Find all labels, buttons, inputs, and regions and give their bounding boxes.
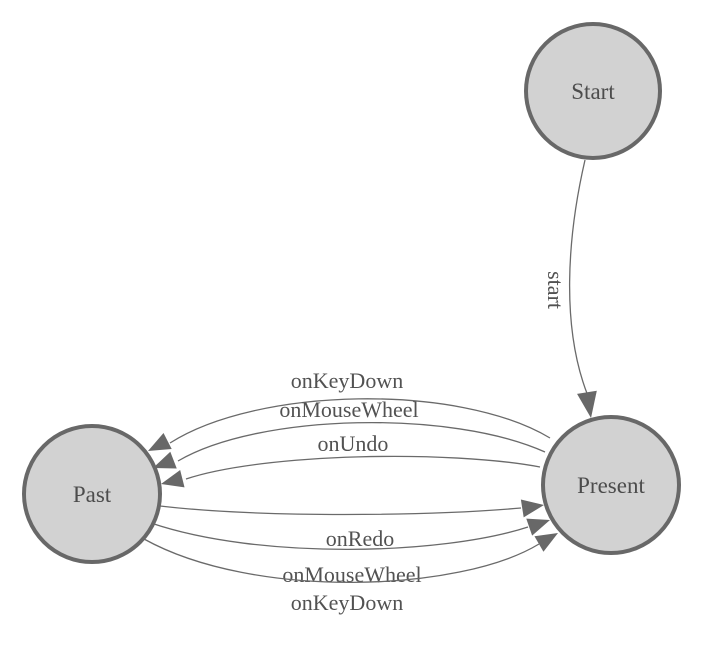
edge-label-onredo: onRedo xyxy=(326,526,394,551)
node-label-past: Past xyxy=(73,482,112,507)
edge-arrowhead xyxy=(577,390,597,418)
node-present[interactable]: Present xyxy=(541,415,681,555)
state-circle xyxy=(22,424,162,564)
edge-onmousewheel-to-present: onMouseWheel xyxy=(150,518,550,587)
edge-label-start: start xyxy=(543,271,568,309)
edge-arrowhead xyxy=(534,533,558,552)
edge-line xyxy=(159,505,522,516)
edge-label-onmousewheel: onMouseWheel xyxy=(279,397,418,422)
edge-line xyxy=(143,538,540,583)
edge-line xyxy=(177,421,546,462)
edge-start-to-present: start xyxy=(543,159,597,418)
edge-line xyxy=(568,159,589,397)
edge-arrowhead xyxy=(161,469,185,488)
edge-onundo-to-past: onUndo xyxy=(161,431,541,488)
edge-onkeydown-to-past: onKeyDown xyxy=(148,368,551,451)
node-start[interactable]: Start xyxy=(524,22,662,160)
edge-line xyxy=(185,455,541,480)
edge-arrowhead xyxy=(526,518,550,536)
edge-label-onmousewheel-2: onMouseWheel xyxy=(282,562,421,587)
edge-label-onkeydown: onKeyDown xyxy=(291,368,403,393)
edge-onkeydown-to-present: onKeyDown xyxy=(143,533,558,615)
edge-label-onundo: onUndo xyxy=(318,431,389,456)
edge-onmousewheel-to-past: onMouseWheel xyxy=(153,397,546,469)
edge-arrowhead xyxy=(520,499,544,518)
node-past[interactable]: Past xyxy=(22,424,162,564)
state-circle xyxy=(541,415,681,555)
edge-label-onkeydown-2: onKeyDown xyxy=(291,590,403,615)
edge-arrowhead xyxy=(153,451,177,469)
node-label-start: Start xyxy=(571,79,615,104)
edge-line xyxy=(169,398,551,444)
edge-line xyxy=(150,522,529,551)
node-label-present: Present xyxy=(577,473,645,498)
state-circle xyxy=(524,22,662,160)
edge-arrowhead xyxy=(148,432,172,451)
edge-onredo-to-present: onRedo xyxy=(159,499,544,551)
